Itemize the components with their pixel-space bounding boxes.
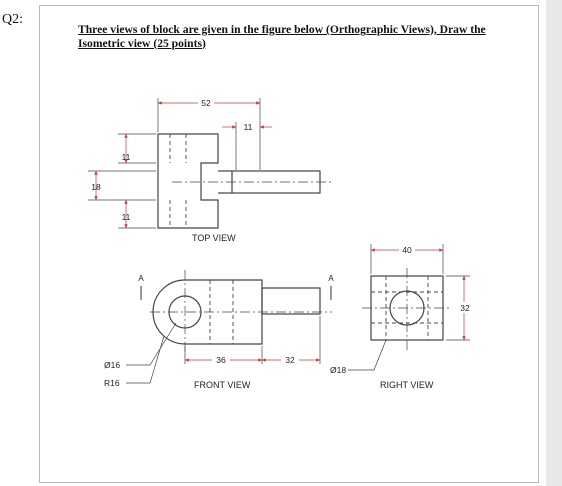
dim-dia-16: Ø16: [104, 360, 120, 370]
front-view-dimensions: [126, 316, 387, 384]
front-view-label: FRONT VIEW: [194, 380, 251, 390]
dim-dia-18: Ø18: [330, 365, 346, 375]
right-view-label: RIGHT VIEW: [380, 380, 434, 390]
dim-32-right: 32: [460, 303, 470, 313]
dim-radius-16: R16: [104, 378, 120, 388]
question-cell: [39, 5, 539, 483]
worksheet: Q2: Three views of block are given in th…: [0, 0, 546, 486]
top-view-dimensions: [88, 98, 272, 229]
question-number: Q2:: [2, 12, 23, 27]
dim-11-lower: 11: [122, 212, 131, 222]
section-marks: [140, 286, 332, 300]
section-label-left: A: [138, 274, 144, 283]
dim-11-upper: 11: [122, 152, 131, 162]
top-view: [157, 133, 332, 229]
section-label-right: A: [328, 274, 334, 283]
top-view-label: TOP VIEW: [192, 233, 236, 243]
front-view: [150, 270, 332, 356]
dim-18: 18: [91, 182, 101, 192]
dim-32-front: 32: [285, 355, 295, 365]
question-text: Three views of block are given in the fi…: [78, 23, 486, 50]
dim-40: 40: [402, 245, 412, 255]
dim-52: 52: [201, 98, 211, 108]
page-edge: [546, 0, 562, 486]
dim-slot-11: 11: [244, 122, 253, 132]
dim-36: 36: [216, 355, 226, 365]
right-view: [362, 268, 452, 350]
